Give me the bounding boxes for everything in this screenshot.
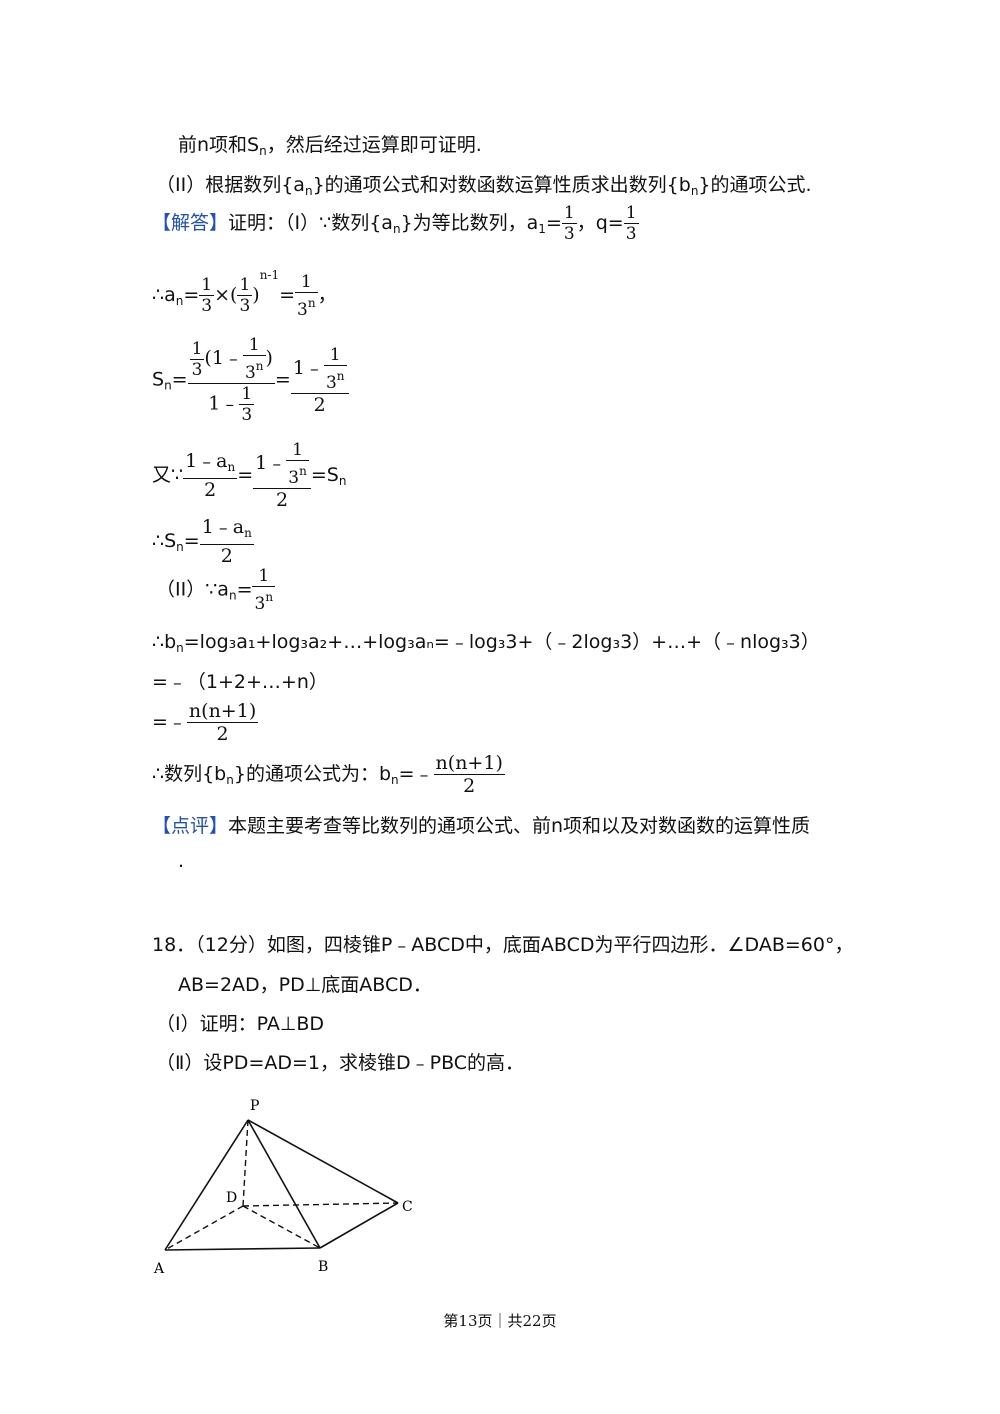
label-P: P [250,1098,259,1114]
label-B: B [318,1259,328,1275]
edge-PB [247,1119,321,1249]
edge-PD [242,1119,249,1207]
question-18-part1: （Ⅰ）证明：PA⊥BD [156,1013,325,1035]
edge-PC [247,1119,399,1204]
question-18-line1: 18．（12分）如图，四棱锥P﹣ABCD中，底面ABCD为平行四边形．∠DAB=… [152,934,854,956]
text-line: （II）根据数列{an}的通项公式和对数函数运算性质求出数列{bn}的通项公式. [156,174,812,198]
edge-DB [242,1205,321,1249]
formula-eq2: =﹣n(n+1)2 [152,700,259,745]
comment-line: 【点评】本题主要考查等比数列的通项公式、前n项和以及对数函数的运算性质 [152,815,811,837]
comment-tag: 【点评】 [152,815,229,837]
edge-DC [242,1202,399,1207]
solution-tag: 【解答】 [152,212,229,234]
edge-AB [164,1247,321,1251]
label-C: C [402,1199,413,1215]
formula-bn: ∴bn=log₃a₁+log₃a₂+…+log₃aₙ=﹣log₃3+（﹣2log… [152,631,820,655]
formula-eq1: =﹣（1+2+…+n） [152,671,328,693]
question-18-line2: AB=2AD，PD⊥底面ABCD． [178,974,432,996]
label-D: D [226,1190,237,1206]
label-A: A [153,1261,165,1277]
edge-DA [164,1205,244,1251]
page-footer: 第13页｜共22页 [443,1312,557,1330]
question-18-part2: （Ⅱ）设PD=AD=1，求棱锥D﹣PBC的高． [156,1052,525,1074]
edge-BC [319,1202,399,1249]
comment-dot: . [178,850,185,872]
text-line: 前n项和Sn，然后经过运算即可证明. [178,134,482,158]
edge-PA [164,1119,249,1251]
pyramid-figure: P D C A B [153,1098,413,1277]
conclusion-line: ∴数列{bn}的通项公式为：bn=﹣n(n+1)2 [152,752,505,797]
